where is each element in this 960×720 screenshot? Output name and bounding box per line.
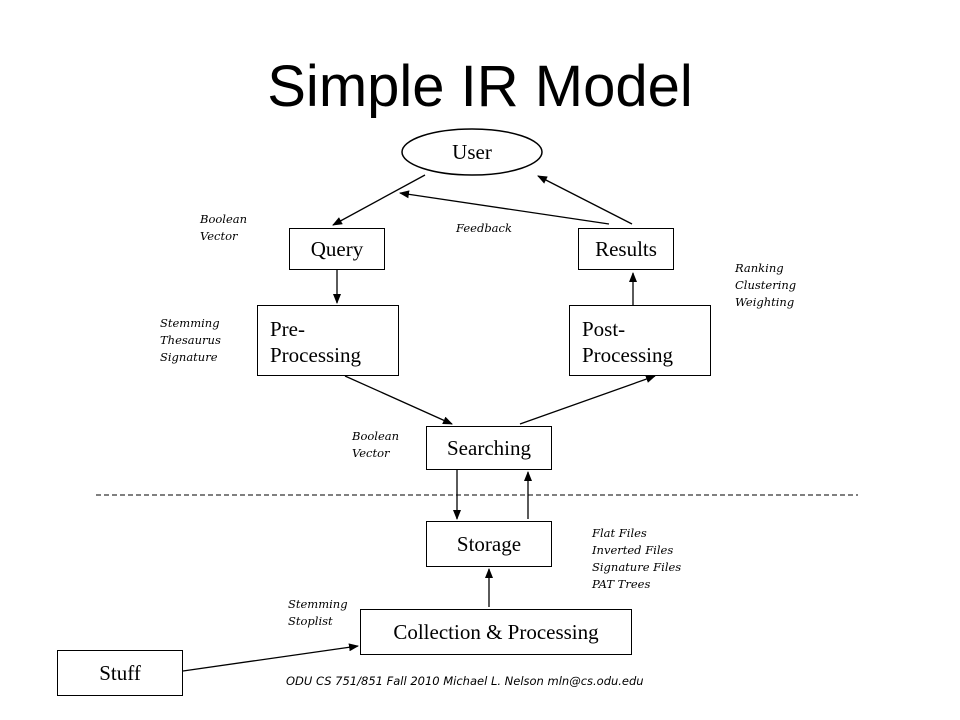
arrow-user-to-query bbox=[332, 174, 426, 226]
query-types-annotation: Boolean Vector bbox=[200, 212, 248, 243]
page-title: Simple IR Model bbox=[267, 54, 693, 119]
search-types-annotation: Boolean Vector bbox=[352, 429, 400, 460]
preprocessing-node: Pre- Processing bbox=[257, 305, 399, 376]
results-node: Results bbox=[578, 228, 674, 270]
stuff-node: Stuff bbox=[57, 650, 183, 696]
preprocessing-annotation: Stemming Thesaurus Signature bbox=[160, 316, 221, 364]
file-structures-annotation: Flat Files Inverted Files Signature File… bbox=[592, 526, 682, 591]
arrow-preprocessing-to-searching bbox=[344, 375, 453, 425]
arrow-results-to-user bbox=[537, 175, 633, 225]
collection-steps-annotation: Stemming Stoplist bbox=[288, 597, 348, 628]
ranking-annotation: Ranking Clustering Weighting bbox=[735, 261, 797, 309]
query-node: Query bbox=[289, 228, 385, 270]
user-node-shape bbox=[401, 128, 543, 176]
postprocessing-node: Post- Processing bbox=[569, 305, 711, 376]
footer-credit: ODU CS 751/851 Fall 2010 Michael L. Nels… bbox=[286, 674, 644, 688]
arrow-searching-to-postprocessing bbox=[519, 375, 656, 425]
searching-node: Searching bbox=[426, 426, 552, 470]
user-node: User bbox=[402, 129, 542, 175]
feedback-annotation: Feedback bbox=[456, 221, 512, 235]
collection-processing-node: Collection & Processing bbox=[360, 609, 632, 655]
arrow-feedback-to-user bbox=[399, 190, 610, 225]
arrow-stuff-to-collection bbox=[182, 643, 359, 672]
user-node-label: User bbox=[452, 139, 492, 164]
storage-node: Storage bbox=[426, 521, 552, 567]
